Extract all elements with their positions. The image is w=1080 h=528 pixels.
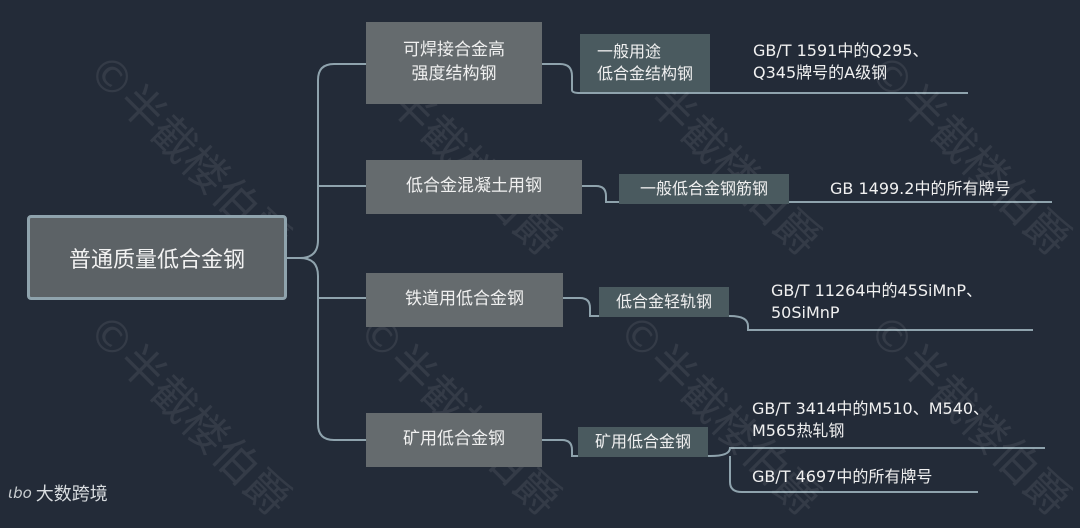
- standard-text: GB/T 1591中的Q295、 Q345牌号的A级钢: [753, 41, 929, 83]
- category-node[interactable]: 可焊接合金高 强度结构钢: [366, 22, 542, 104]
- standard-text: GB 1499.2中的所有牌号: [830, 179, 1011, 198]
- standard-text: GB/T 4697中的所有牌号: [752, 467, 933, 486]
- category-label: 低合金混凝土用钢: [406, 176, 542, 197]
- brand-watermark: ιbo 大数跨境: [8, 480, 108, 506]
- type-node[interactable]: 一般用途 低合金结构钢: [580, 34, 710, 92]
- root-label: 普通质量低合金钢: [68, 247, 245, 273]
- standard-text: GB/T 11264中的45SiMnP、 50SiMnP: [771, 281, 983, 323]
- root-connector: [287, 63, 366, 259]
- root-node[interactable]: 普通质量低合金钢: [27, 215, 287, 300]
- type-label: 矿用低合金钢: [594, 432, 691, 452]
- brand-logo-icon: ιbo: [8, 484, 32, 502]
- type-node[interactable]: 一般低合金钢筋钢: [619, 174, 789, 204]
- category-node[interactable]: 矿用低合金钢: [366, 413, 542, 467]
- cat1-link: [542, 63, 968, 94]
- type-label: 一般用途 低合金结构钢: [596, 42, 693, 83]
- type-node[interactable]: 低合金轻轨钢: [599, 287, 729, 317]
- category-label: 铁道用低合金钢: [405, 289, 524, 310]
- category-node[interactable]: 铁道用低合金钢: [366, 273, 563, 327]
- standard-text: GB/T 3414中的M510、M540、 M565热轧钢: [752, 399, 990, 441]
- cat4-link: [542, 439, 1045, 457]
- brand-name: 大数跨境: [35, 484, 108, 505]
- cat2-link: [582, 185, 1052, 203]
- cat4-link-b: [729, 456, 978, 493]
- type-label: 低合金轻轨钢: [615, 292, 712, 312]
- category-label: 矿用低合金钢: [403, 429, 505, 450]
- mind-map: ©半截楼伯爵 ©半截楼伯爵 ©半截楼伯爵 ©半截楼伯爵 ©半截楼伯爵 ©半截楼伯…: [8, 22, 1080, 527]
- trunk-lower: [299, 257, 366, 441]
- type-label: 一般低合金钢筋钢: [639, 179, 768, 199]
- category-label: 可焊接合金高 强度结构钢: [403, 40, 505, 84]
- type-node[interactable]: 矿用低合金钢: [578, 427, 708, 457]
- category-node[interactable]: 低合金混凝土用钢: [366, 160, 582, 214]
